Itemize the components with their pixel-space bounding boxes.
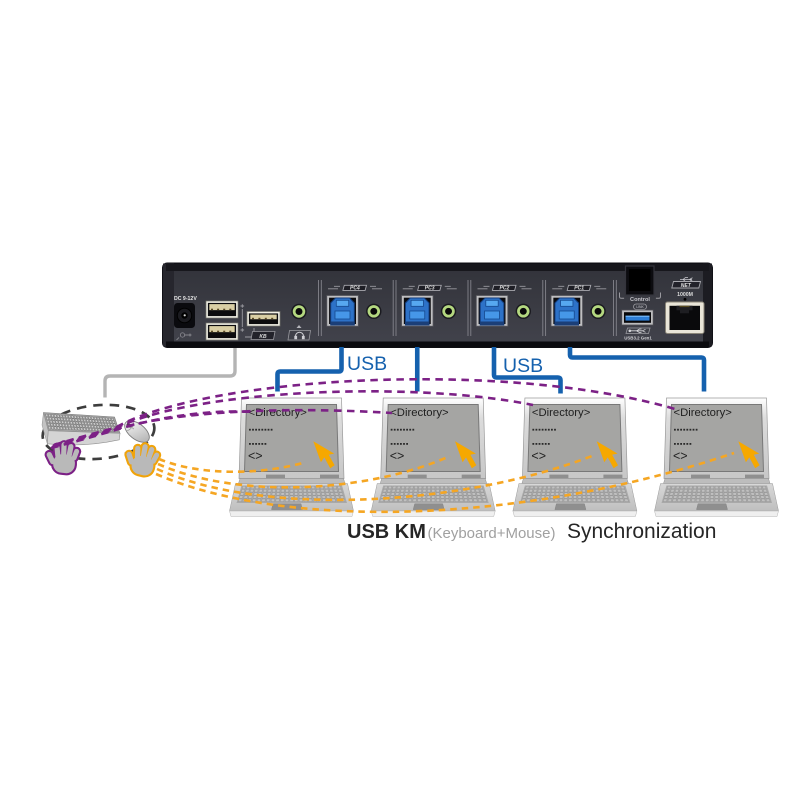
svg-text:LINK: LINK: [636, 305, 644, 309]
svg-text:KB: KB: [259, 334, 267, 340]
svg-text:USB: USB: [347, 353, 387, 375]
svg-text:USB KM: USB KM: [347, 521, 426, 543]
svg-text:<>: <>: [248, 449, 263, 463]
svg-text:Synchronization: Synchronization: [567, 520, 716, 543]
svg-text:(Keyboard+Mouse): (Keyboard+Mouse): [428, 525, 556, 542]
svg-text:Control: Control: [630, 297, 650, 303]
svg-text:<Directory>: <Directory>: [249, 407, 308, 419]
svg-text:PC4: PC4: [350, 286, 360, 292]
svg-text:PC1: PC1: [574, 286, 584, 292]
svg-text:1000M: 1000M: [677, 292, 693, 298]
svg-text:NET: NET: [681, 283, 692, 289]
svg-text:USB3.2 Gen1: USB3.2 Gen1: [624, 336, 652, 341]
svg-text:USB: USB: [503, 355, 543, 377]
svg-text:PC3: PC3: [425, 286, 435, 292]
svg-text:DC 9-12V: DC 9-12V: [174, 296, 197, 302]
svg-text:PC2: PC2: [500, 286, 510, 292]
